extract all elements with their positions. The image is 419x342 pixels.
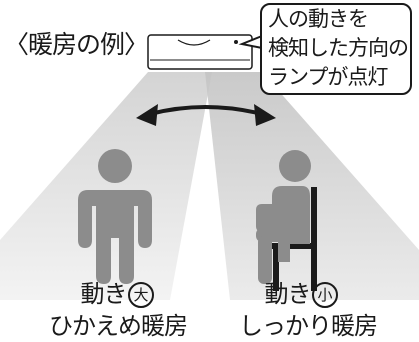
callout-line-1: 人の動きを	[268, 7, 369, 31]
seated-person-icon	[256, 150, 311, 284]
left-person-movement-caption: 動き大	[62, 282, 172, 308]
right-movement-label: 動き	[264, 280, 312, 308]
small-movement-badge: 小	[311, 282, 338, 308]
swing-direction-arrow-icon	[136, 104, 276, 126]
air-conditioner-unit	[147, 34, 253, 70]
standing-person-icon	[78, 149, 152, 284]
large-movement-badge: 大	[127, 282, 154, 308]
right-person-movement-caption: 動き小	[246, 282, 356, 308]
callout-line-2: 検知した方向の	[268, 36, 409, 60]
diagram-title: 〈暖房の例〉	[4, 30, 149, 59]
callout-line-3: ランプが点灯	[268, 65, 388, 89]
callout-pointer	[238, 35, 263, 49]
right-person-heating-mode: しっかり暖房	[239, 312, 378, 340]
lamp-callout-box: 人の動きを 検知した方向の ランプが点灯	[260, 3, 412, 95]
chair-icon	[267, 187, 317, 291]
left-movement-label: 動き	[80, 280, 128, 308]
left-person-heating-mode: ひかえめ暖房	[49, 312, 188, 340]
left-airflow-beam	[0, 72, 212, 300]
